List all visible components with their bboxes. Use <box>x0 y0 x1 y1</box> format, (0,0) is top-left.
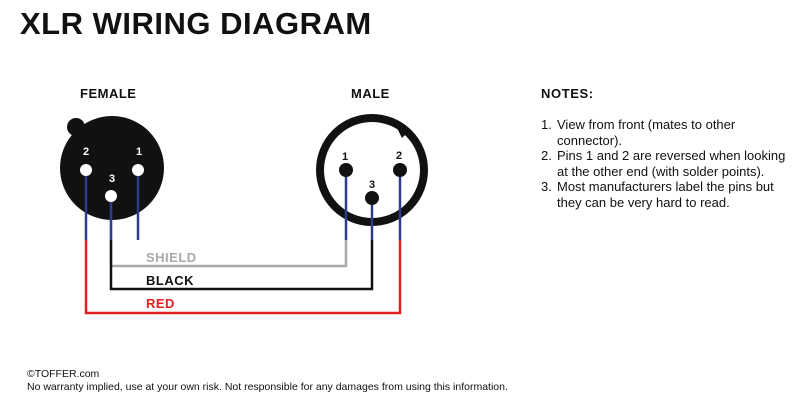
male-pin1-label: 1 <box>342 151 348 163</box>
female-pin2-socket <box>80 164 92 176</box>
male-pin2-label: 2 <box>396 150 402 162</box>
note-text: Most manufacturers label the pins but th… <box>557 179 774 210</box>
notes-list: 1. View from front (mates to other conne… <box>541 117 791 210</box>
footer: ©TOFFER.com No warranty implied, use at … <box>27 368 508 394</box>
male-connector: 1 2 3 <box>316 114 428 240</box>
female-pin2-label: 2 <box>83 146 89 158</box>
note-text: Pins 1 and 2 are reversed when looking a… <box>557 148 786 179</box>
male-pin3 <box>365 191 379 205</box>
shield-wire-label: SHIELD <box>146 250 197 265</box>
female-pin1-label: 1 <box>136 146 142 158</box>
disclaimer-text: No warranty implied, use at your own ris… <box>27 381 508 393</box>
note-number: 3. <box>541 179 552 194</box>
female-connector-label: FEMALE <box>80 86 137 101</box>
copyright-text: ©TOFFER.com <box>27 368 100 380</box>
note-item: 3. Most manufacturers label the pins but… <box>541 179 791 210</box>
female-pin3-socket <box>105 190 117 202</box>
note-item: 2. Pins 1 and 2 are reversed when lookin… <box>541 148 791 179</box>
note-number: 2. <box>541 148 552 163</box>
note-text: View from front (mates to other connecto… <box>557 117 736 148</box>
black-wire-label: BLACK <box>146 273 194 288</box>
female-pin1-socket <box>132 164 144 176</box>
male-pin2 <box>393 163 407 177</box>
female-connector: 2 1 3 <box>60 116 164 240</box>
male-pin3-label: 3 <box>369 179 375 191</box>
black-wire <box>109 240 374 291</box>
female-pin3-label: 3 <box>109 173 115 185</box>
male-key-tab <box>396 126 408 138</box>
note-item: 1. View from front (mates to other conne… <box>541 117 791 148</box>
male-connector-label: MALE <box>351 86 390 101</box>
page-title: XLR WIRING DIAGRAM <box>20 6 372 41</box>
red-wire <box>84 240 402 315</box>
note-number: 1. <box>541 117 552 132</box>
male-pin1 <box>339 163 353 177</box>
notes-title: NOTES: <box>541 86 594 101</box>
red-wire-label: RED <box>146 296 175 311</box>
